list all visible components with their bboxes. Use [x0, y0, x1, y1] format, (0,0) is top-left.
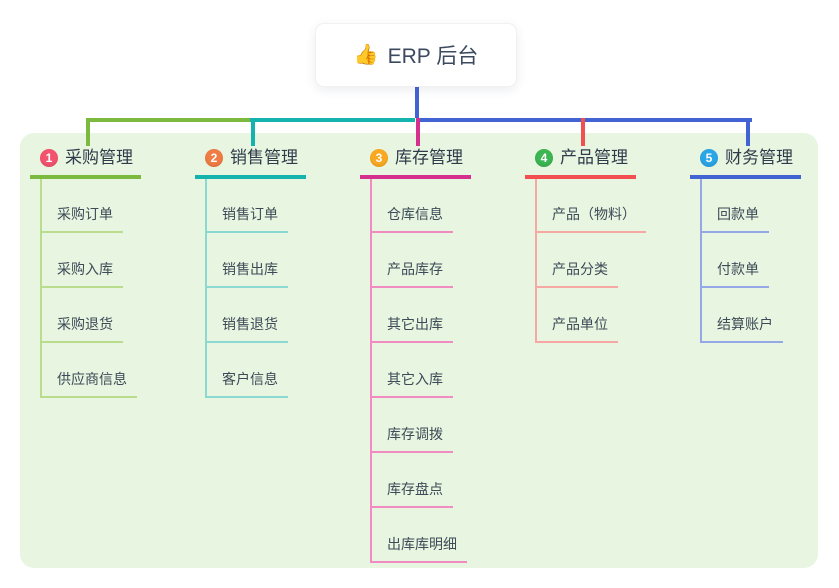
leaf-node-付款单[interactable]: 付款单 [700, 260, 769, 288]
root-node-label: ERP 后台 [387, 45, 479, 68]
branch-drop-line [746, 118, 750, 146]
leaf-node-销售订单[interactable]: 销售订单 [205, 205, 288, 233]
branch-node-产品管理[interactable]: 4 产品管理 [525, 147, 636, 179]
branch-drop-line [581, 118, 585, 146]
leaf-node-客户信息[interactable]: 客户信息 [205, 370, 288, 398]
branches-panel [20, 133, 818, 568]
leaf-node-采购订单[interactable]: 采购订单 [40, 205, 123, 233]
leaf-node-采购入库[interactable]: 采购入库 [40, 260, 123, 288]
bus-segment-left [86, 118, 250, 122]
leaf-node-产品（物料）[interactable]: 产品（物料） [535, 205, 646, 233]
branch-rail-line [370, 179, 372, 563]
branch-drop-line [86, 118, 90, 146]
leaf-node-回款单[interactable]: 回款单 [700, 205, 769, 233]
branch-node-库存管理[interactable]: 3 库存管理 [360, 147, 471, 179]
branch-drop-line [251, 118, 255, 146]
branch-rail-line [535, 179, 537, 343]
branch-title-label: 采购管理 [65, 148, 133, 167]
branch-title-label: 产品管理 [560, 148, 628, 167]
leaf-node-其它出库[interactable]: 其它出库 [370, 315, 453, 343]
bus-segment-middle [250, 118, 415, 122]
leaf-node-库存盘点[interactable]: 库存盘点 [370, 480, 453, 508]
branch-title-label: 库存管理 [395, 148, 463, 167]
branch-number-badge: 4 [535, 149, 553, 167]
leaf-node-产品库存[interactable]: 产品库存 [370, 260, 453, 288]
leaf-node-库存调拨[interactable]: 库存调拨 [370, 425, 453, 453]
leaf-node-销售退货[interactable]: 销售退货 [205, 315, 288, 343]
leaf-node-供应商信息[interactable]: 供应商信息 [40, 370, 137, 398]
branch-rail-line [40, 179, 42, 398]
root-stem-line [415, 85, 419, 118]
branch-node-采购管理[interactable]: 1 采购管理 [30, 147, 141, 179]
leaf-node-仓库信息[interactable]: 仓库信息 [370, 205, 453, 233]
leaf-node-其它入库[interactable]: 其它入库 [370, 370, 453, 398]
leaf-node-销售出库[interactable]: 销售出库 [205, 260, 288, 288]
branch-node-财务管理[interactable]: 5 财务管理 [690, 147, 801, 179]
root-node[interactable]: 👍 ERP 后台 [315, 23, 517, 87]
branch-title-label: 销售管理 [230, 148, 298, 167]
leaf-node-产品单位[interactable]: 产品单位 [535, 315, 618, 343]
branch-number-badge: 1 [40, 149, 58, 167]
branch-rail-line [700, 179, 702, 343]
leaf-node-产品分类[interactable]: 产品分类 [535, 260, 618, 288]
branch-node-销售管理[interactable]: 2 销售管理 [195, 147, 306, 179]
bus-segment-right [419, 118, 752, 122]
leaf-node-采购退货[interactable]: 采购退货 [40, 315, 123, 343]
thumbs-up-icon: 👍 [353, 44, 379, 66]
branch-drop-line [416, 118, 420, 146]
leaf-node-出库库明细[interactable]: 出库库明细 [370, 535, 467, 563]
branch-number-badge: 5 [700, 149, 718, 167]
branch-rail-line [205, 179, 207, 398]
leaf-node-结算账户[interactable]: 结算账户 [700, 315, 783, 343]
branch-title-label: 财务管理 [725, 148, 793, 167]
branch-number-badge: 2 [205, 149, 223, 167]
branch-number-badge: 3 [370, 149, 388, 167]
